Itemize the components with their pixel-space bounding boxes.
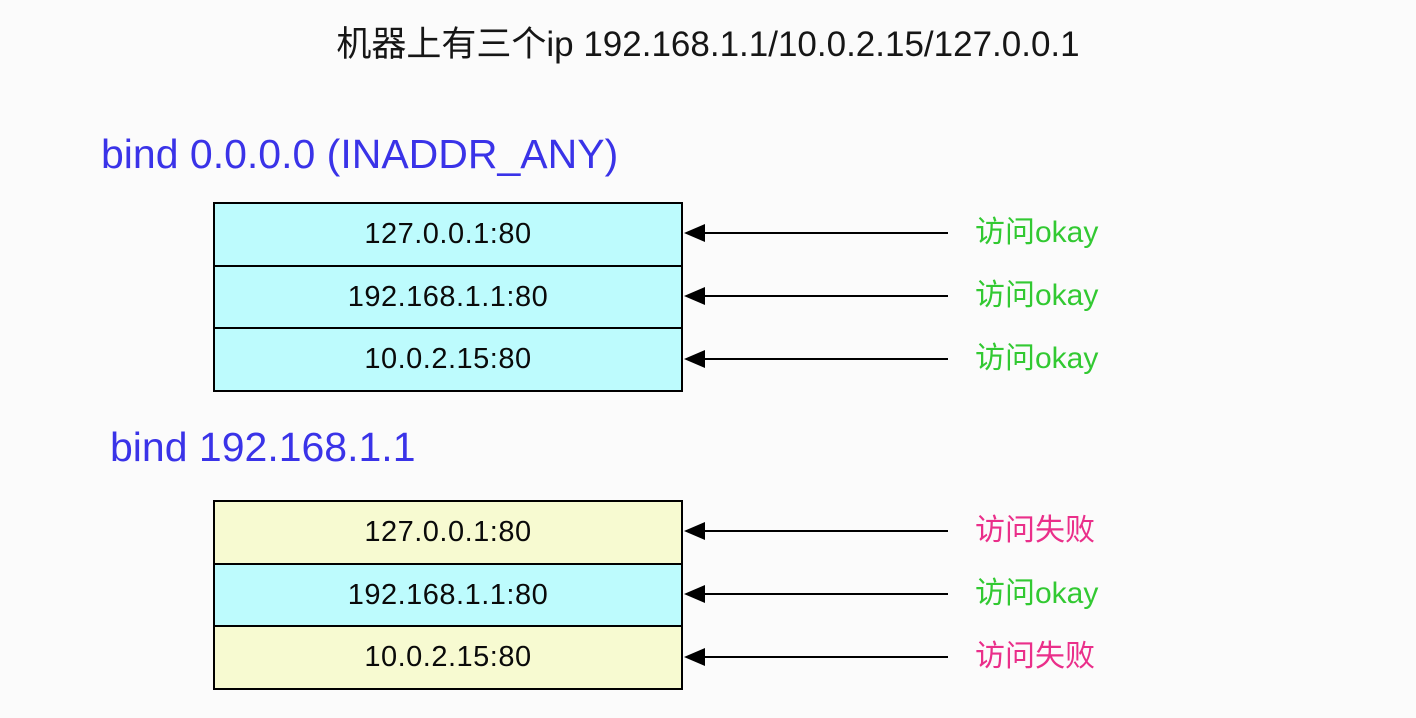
access-arrow-row: 访问okay (684, 215, 1098, 251)
access-result-label: 访问okay (975, 342, 1099, 375)
access-arrow-row: 访问okay (684, 278, 1098, 314)
ip-address-label: 127.0.0.1:80 (364, 515, 532, 548)
access-result-label: 访问okay (975, 216, 1099, 249)
ip-row-10-0-2-15: 10.0.2.15:80 (215, 625, 681, 689)
arrow-left-icon (684, 224, 705, 242)
ip-row-10-0-2-15: 10.0.2.15:80 (215, 327, 681, 391)
arrow-left-icon (684, 585, 705, 603)
arrow-left-icon (684, 350, 705, 368)
arrow-line (704, 357, 948, 361)
bind-any-ip-box: 127.0.0.1:80 192.168.1.1:80 10.0.2.15:80 (213, 202, 683, 392)
bind-specific-ip-box: 127.0.0.1:80 192.168.1.1:80 10.0.2.15:80 (213, 500, 683, 690)
access-result-label: 访问失败 (975, 640, 1095, 673)
access-result-label: 访问okay (975, 279, 1099, 312)
ip-row-127-0-0-1: 127.0.0.1:80 (215, 204, 681, 265)
ip-address-label: 192.168.1.1:80 (347, 280, 549, 313)
bind-specific-heading: bind 192.168.1.1 (110, 424, 416, 470)
bind-any-heading: bind 0.0.0.0 (INADDR_ANY) (101, 131, 619, 177)
arrow-line (704, 592, 948, 596)
ip-row-192-168-1-1: 192.168.1.1:80 (215, 562, 681, 626)
arrow-line (704, 294, 948, 298)
access-result-label: 访问失败 (975, 514, 1095, 547)
ip-address-label: 10.0.2.15:80 (364, 343, 532, 376)
arrow-left-icon (684, 287, 705, 305)
ip-row-192-168-1-1: 192.168.1.1:80 (215, 264, 681, 328)
arrow-line (704, 231, 948, 235)
access-result-label: 访问okay (975, 577, 1099, 610)
ip-address-label: 10.0.2.15:80 (364, 641, 532, 674)
access-arrow-row: 访问失败 (684, 639, 1095, 675)
ip-address-label: 192.168.1.1:80 (347, 578, 549, 611)
diagram-title: 机器上有三个ip 192.168.1.1/10.0.2.15/127.0.0.1 (336, 25, 1080, 64)
access-arrow-row: 访问okay (684, 576, 1098, 612)
arrow-left-icon (684, 522, 705, 540)
ip-row-127-0-0-1: 127.0.0.1:80 (215, 502, 681, 563)
access-arrow-row: 访问okay (684, 341, 1098, 377)
arrow-left-icon (684, 648, 705, 666)
access-arrow-row: 访问失败 (684, 513, 1095, 549)
ip-address-label: 127.0.0.1:80 (364, 217, 532, 250)
arrow-line (704, 655, 948, 659)
arrow-line (704, 529, 948, 533)
